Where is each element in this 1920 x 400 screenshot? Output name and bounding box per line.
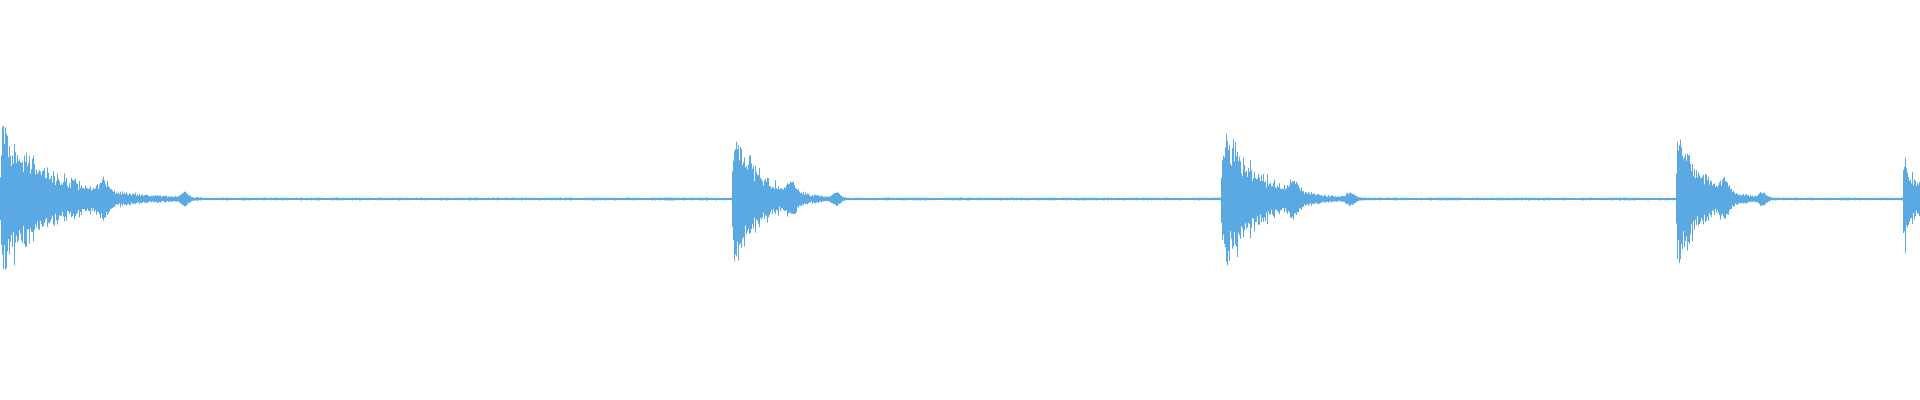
waveform-samples xyxy=(0,126,1920,270)
